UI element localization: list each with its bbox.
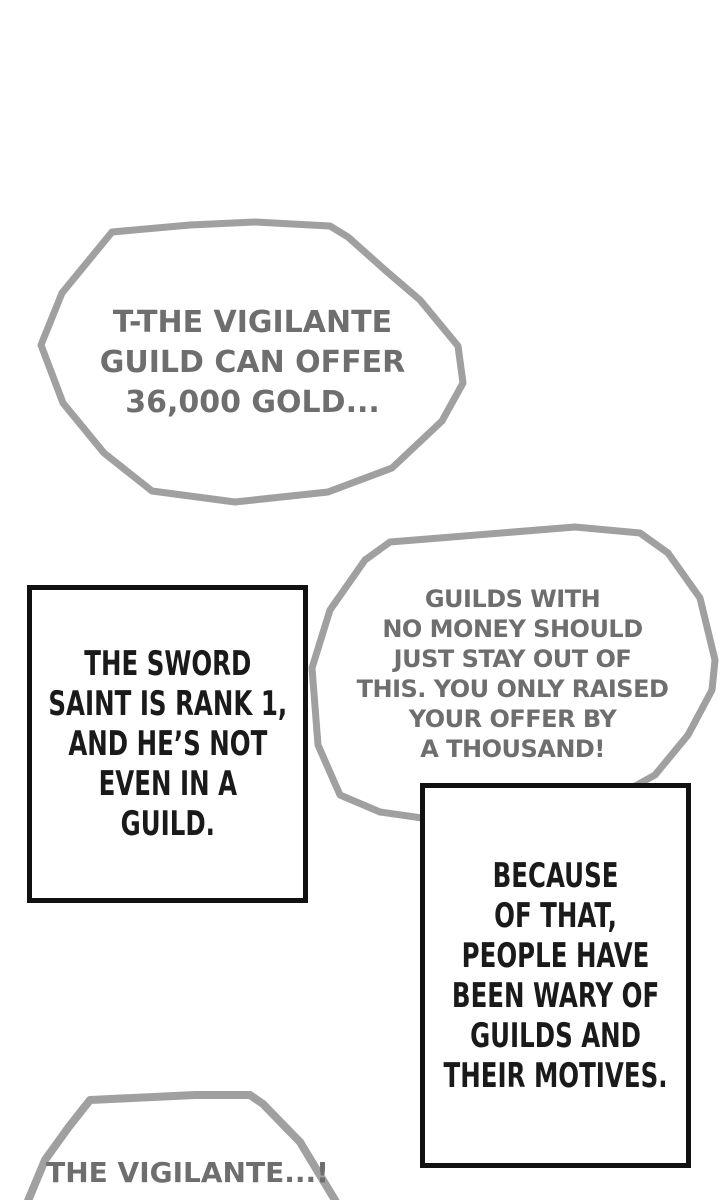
speech-bubble-text: T-THE VIGILANTE GUILD CAN OFFER 36,000 G… <box>30 215 475 510</box>
narration-line: AND HE’S NOT <box>68 724 267 764</box>
narration-line: BECAUSE <box>492 855 619 896</box>
narration-line: PEOPLE HAVE <box>461 935 650 976</box>
speech-bubble-offer: T-THE VIGILANTE GUILD CAN OFFER 36,000 G… <box>30 215 475 510</box>
narration-line: BEEN WARY OF <box>451 975 660 1016</box>
narration-line: SAINT IS RANK 1, <box>48 684 287 724</box>
dialogue-line: A THOUSAND! <box>420 735 605 763</box>
dialogue-line: NO MONEY SHOULD <box>382 615 643 643</box>
dialogue-line: JUST STAY OUT OF <box>393 645 632 673</box>
dialogue-line: YOUR OFFER BY <box>408 705 617 733</box>
speech-bubble-taunt: GUILDS WITH NO MONEY SHOULD JUST STAY OU… <box>305 518 720 830</box>
dialogue-line: THE VIGILANTE...! <box>46 1156 329 1189</box>
narration-text: BECAUSE OF THAT, PEOPLE HAVE BEEN WARY O… <box>444 856 668 1096</box>
dialogue-line: THIS. YOU ONLY RAISED <box>356 675 669 703</box>
speech-bubble-text: THE VIGILANTE...! <box>15 1085 360 1200</box>
speech-bubble-text: GUILDS WITH NO MONEY SHOULD JUST STAY OU… <box>305 518 720 830</box>
narration-line: THE SWORD <box>83 644 252 684</box>
narration-text: THE SWORD SAINT IS RANK 1, AND HE’S NOT … <box>48 644 287 844</box>
narration-line: OF THAT, <box>494 895 617 936</box>
narration-line: THEIR MOTIVES. <box>443 1055 668 1096</box>
narration-box-sword-saint: THE SWORD SAINT IS RANK 1, AND HE’S NOT … <box>27 585 308 903</box>
dialogue-line: T-THE VIGILANTE <box>112 304 393 340</box>
speech-bubble-outline <box>37 218 467 506</box>
dialogue-line: GUILDS WITH <box>424 585 601 613</box>
speech-bubble-outline <box>23 1091 340 1200</box>
narration-line: GUILD. <box>120 804 215 844</box>
speech-bubble-partial: THE VIGILANTE...! <box>15 1085 360 1200</box>
narration-box-guild-wariness: BECAUSE OF THAT, PEOPLE HAVE BEEN WARY O… <box>420 783 691 1168</box>
narration-line: GUILDS AND <box>470 1015 641 1056</box>
dialogue-line: GUILD CAN OFFER <box>99 344 406 380</box>
narration-line: EVEN IN A <box>98 764 237 804</box>
dialogue-line: 36,000 GOLD... <box>125 384 380 420</box>
